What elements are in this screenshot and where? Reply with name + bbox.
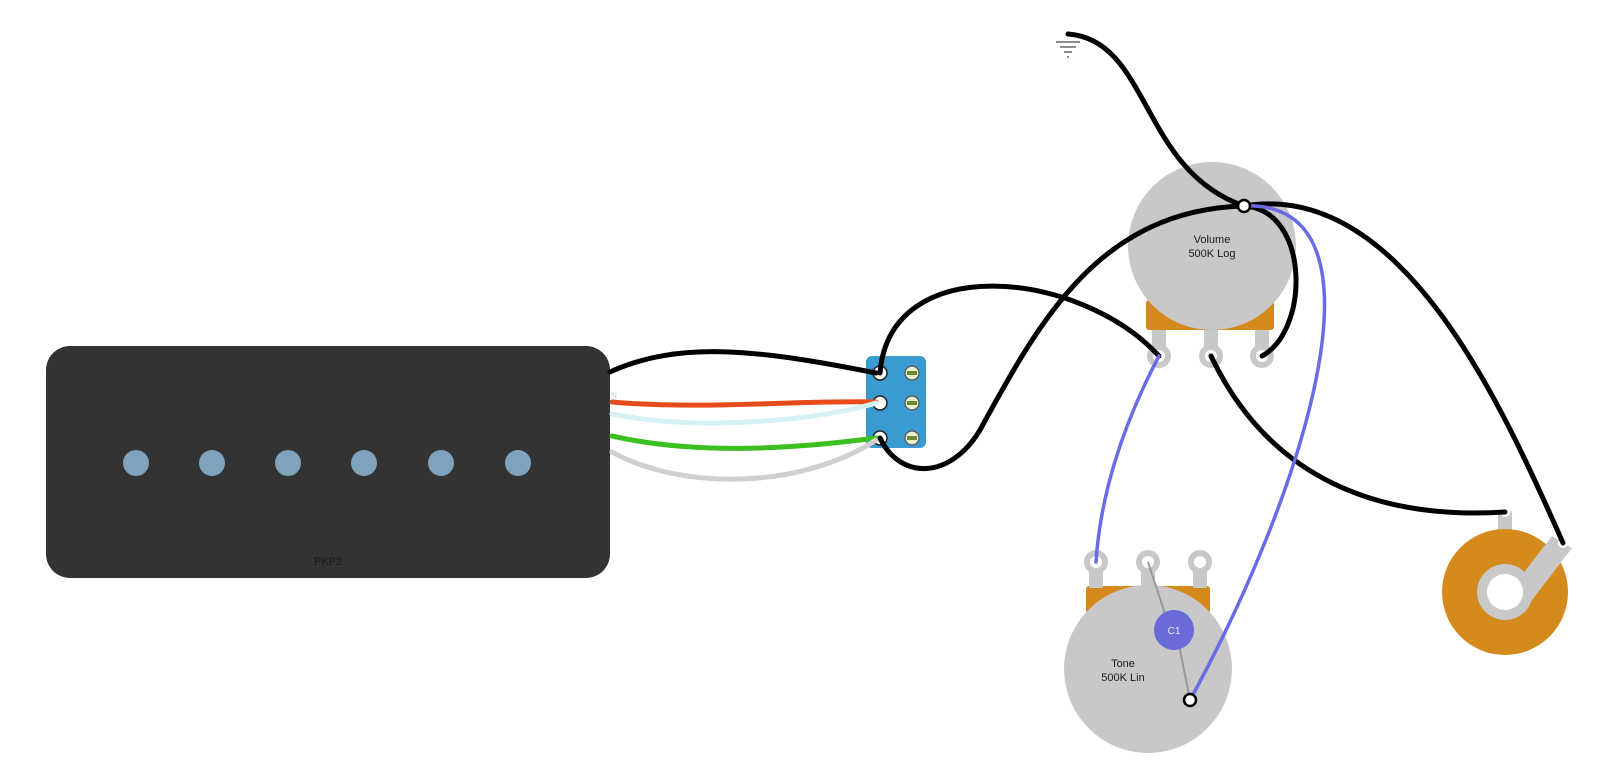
wire-black bbox=[607, 349, 879, 376]
ground-symbol bbox=[1056, 41, 1080, 58]
wire-black bbox=[1065, 31, 1247, 209]
switch-slot bbox=[907, 371, 917, 375]
pickup-pole bbox=[123, 450, 149, 476]
wire-black bbox=[877, 283, 1162, 376]
wire-black bbox=[1241, 203, 1299, 359]
pickup-pole bbox=[351, 450, 377, 476]
pickup-terminal-mark: N bbox=[611, 391, 617, 400]
pickup-pole bbox=[505, 450, 531, 476]
wire-black bbox=[1241, 201, 1566, 546]
wire-bare bbox=[609, 437, 879, 482]
pickup-label: PKP2 bbox=[314, 556, 342, 568]
wire-red bbox=[609, 399, 879, 408]
wires bbox=[607, 31, 1566, 702]
pickup-pole bbox=[428, 450, 454, 476]
wire-black bbox=[877, 203, 1247, 472]
capacitor-body bbox=[1154, 610, 1194, 650]
volume-pot-value: 500K Log bbox=[1188, 248, 1235, 260]
pickup-pole bbox=[275, 450, 301, 476]
tone-lug-hole bbox=[1194, 556, 1206, 568]
output-jack bbox=[1442, 507, 1572, 655]
wire-green bbox=[609, 433, 879, 451]
jack-hole bbox=[1487, 574, 1523, 610]
pickup-pole bbox=[199, 450, 225, 476]
tone-pot: Tone 500K Lin bbox=[1064, 550, 1232, 753]
tone-pot-value: 500K Lin bbox=[1101, 672, 1144, 684]
capacitor-label: C1 bbox=[1168, 626, 1181, 637]
solder-point bbox=[1236, 198, 1252, 214]
wire-black bbox=[1208, 353, 1508, 516]
wire-white bbox=[609, 400, 879, 426]
wire-blue bbox=[1094, 354, 1161, 564]
switch-slot bbox=[907, 401, 917, 405]
volume-pot-name: Volume bbox=[1194, 234, 1231, 246]
pickup-body bbox=[46, 346, 610, 578]
capacitor-lead bbox=[1177, 639, 1191, 701]
pickup: PKP2 N bbox=[46, 346, 617, 578]
wire-blue bbox=[1188, 204, 1327, 702]
tone-pot-name: Tone bbox=[1111, 658, 1135, 670]
capacitor: C1 bbox=[1147, 561, 1194, 701]
solder-point bbox=[1182, 692, 1198, 708]
switch-slot bbox=[907, 436, 917, 440]
solder-points bbox=[1182, 198, 1252, 708]
